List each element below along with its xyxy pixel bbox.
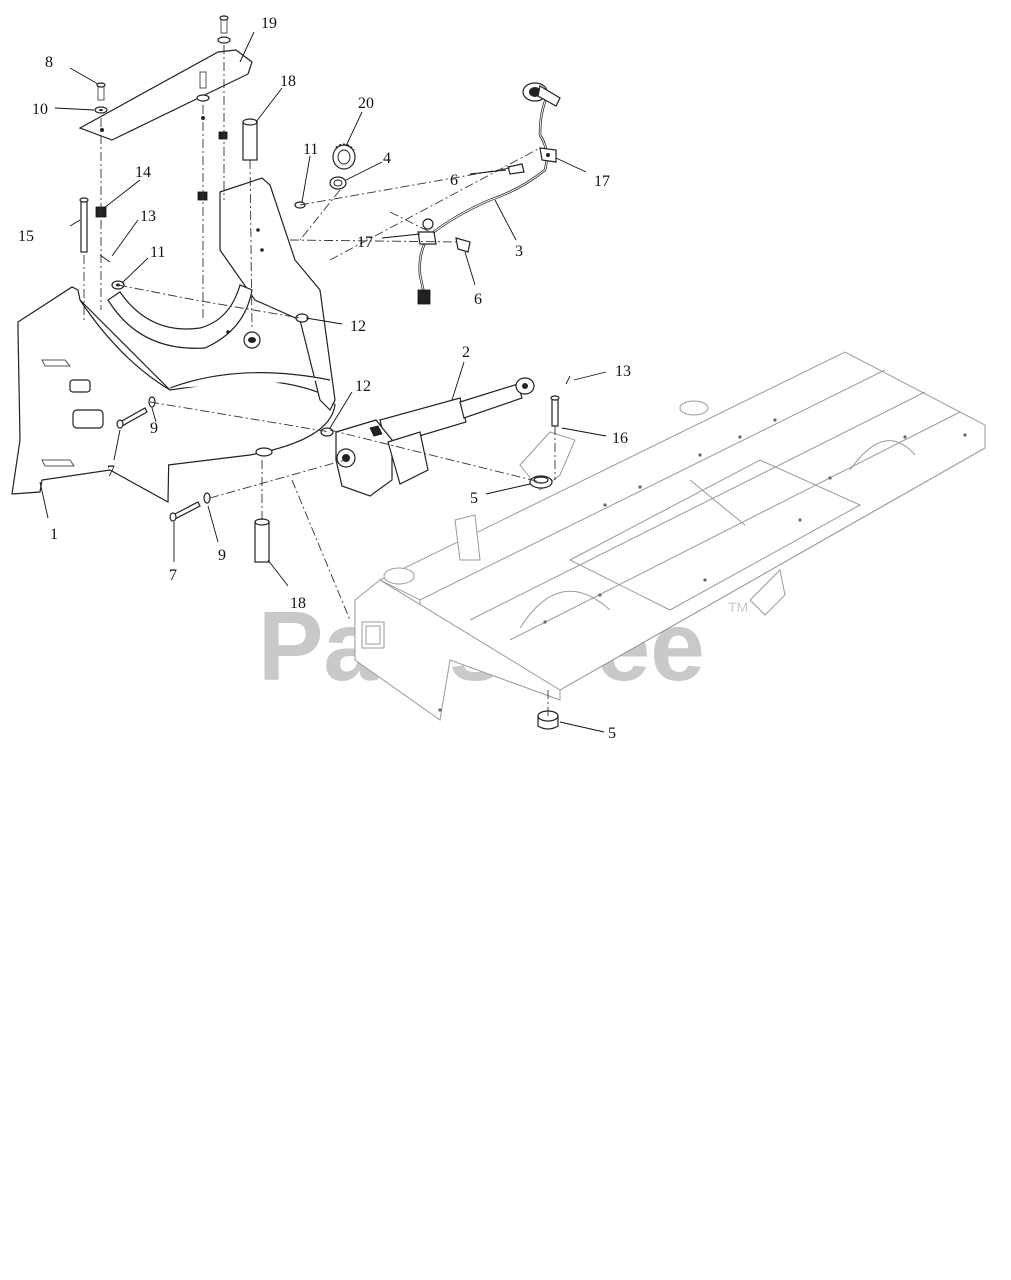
screw-6-b — [455, 237, 471, 253]
seat-bracket — [11, 177, 336, 504]
callout-9-a: 9 — [150, 420, 158, 437]
watermark-trademark: TM — [728, 599, 748, 615]
washer-9-b — [203, 492, 211, 504]
pin-15 — [79, 197, 89, 253]
clip-13 — [99, 254, 111, 263]
tie-17-b — [417, 218, 437, 245]
screw-6-a — [507, 163, 525, 175]
callout-20: 20 — [358, 95, 374, 112]
gear-20 — [332, 143, 356, 170]
callout-18-top: 18 — [280, 73, 296, 90]
washer-10 — [94, 106, 108, 114]
callout-15: 15 — [18, 228, 34, 245]
callout-6-mid: 6 — [474, 291, 482, 308]
nut-12-b — [320, 427, 334, 437]
callout-2: 2 — [462, 344, 470, 361]
wiring-harness — [417, 82, 561, 305]
bolt-top-b — [196, 71, 210, 102]
bolt-7-b — [169, 501, 201, 522]
mower-frame — [354, 351, 986, 721]
callout-17-top: 17 — [594, 173, 610, 190]
clip-13-right — [565, 375, 571, 385]
callout-7-b: 7 — [169, 567, 177, 584]
callout-19: 19 — [261, 15, 277, 32]
tie-17-a — [539, 147, 557, 163]
callout-12-b: 12 — [355, 378, 371, 395]
callout-16: 16 — [612, 430, 628, 447]
pin-18-bottom — [254, 518, 270, 563]
callout-13-left: 13 — [140, 208, 156, 225]
pin-16 — [550, 395, 560, 427]
alignment-lines — [83, 45, 556, 716]
callout-labels: 19 8 10 18 20 11 4 6 17 14 15 13 11 17 3… — [18, 15, 631, 742]
callout-3: 3 — [515, 243, 523, 260]
callout-18-bottom: 18 — [290, 595, 306, 612]
linear-actuator — [335, 377, 535, 497]
nut-top — [197, 131, 228, 201]
callout-4: 4 — [383, 150, 391, 167]
callout-6-top: 6 — [450, 172, 458, 189]
callout-7-a: 7 — [107, 463, 115, 480]
callout-11-top: 11 — [303, 141, 318, 158]
bolt-8 — [96, 82, 106, 101]
callout-11-left: 11 — [150, 244, 165, 261]
callout-14: 14 — [135, 164, 151, 181]
bushing-5-bottom — [537, 710, 559, 730]
pin-18-top — [242, 118, 258, 161]
callout-8: 8 — [45, 54, 53, 71]
callout-10: 10 — [32, 101, 48, 118]
callout-5-bottom: 5 — [608, 725, 616, 742]
callout-13-right: 13 — [615, 363, 631, 380]
callout-12-a: 12 — [350, 318, 366, 335]
callout-1: 1 — [50, 526, 58, 543]
callout-17-mid: 17 — [357, 234, 373, 251]
retaining-clip-4 — [329, 176, 347, 190]
bolt-top-a — [217, 15, 231, 44]
bolt-7-a — [116, 407, 148, 429]
callout-9-b: 9 — [218, 547, 226, 564]
bushing-5-top — [529, 475, 553, 489]
seat-plate — [78, 49, 253, 141]
leader-lines — [39, 31, 607, 733]
callout-5-top: 5 — [470, 490, 478, 507]
